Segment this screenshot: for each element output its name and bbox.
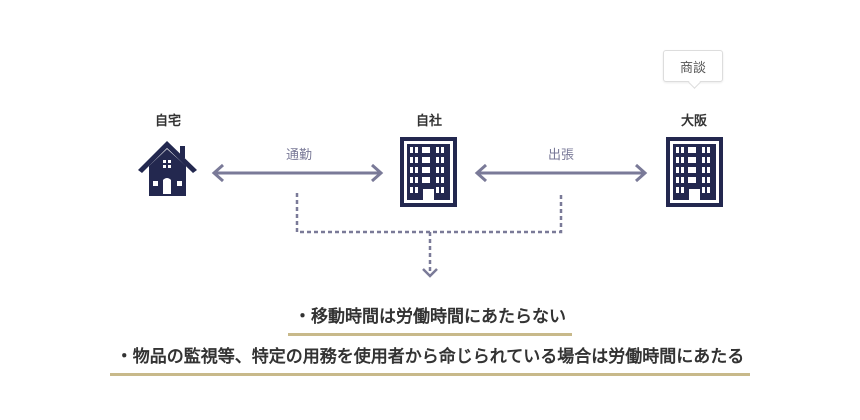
commute-arrow (211, 163, 384, 183)
label-home: 自宅 (154, 114, 182, 129)
house-icon (138, 141, 197, 196)
business-trip-arrow (474, 163, 648, 183)
label-commute: 通勤 (285, 148, 313, 163)
osaka-building-icon (666, 137, 723, 207)
conclusion-1: ・移動時間は労働時間にあたらない (0, 302, 860, 336)
office-building-icon (400, 137, 457, 207)
dashed-connector (295, 193, 563, 276)
tooltip-negotiation: 商談 (663, 50, 723, 82)
label-osaka: 大阪 (680, 114, 708, 129)
label-office: 自社 (415, 114, 443, 129)
conclusion-2: ・物品の監視等、特定の用務を使用者から命じられている場合は労働時間にあたる (0, 342, 860, 376)
down-arrow-head (422, 268, 438, 278)
label-business-trip: 出張 (547, 148, 575, 163)
